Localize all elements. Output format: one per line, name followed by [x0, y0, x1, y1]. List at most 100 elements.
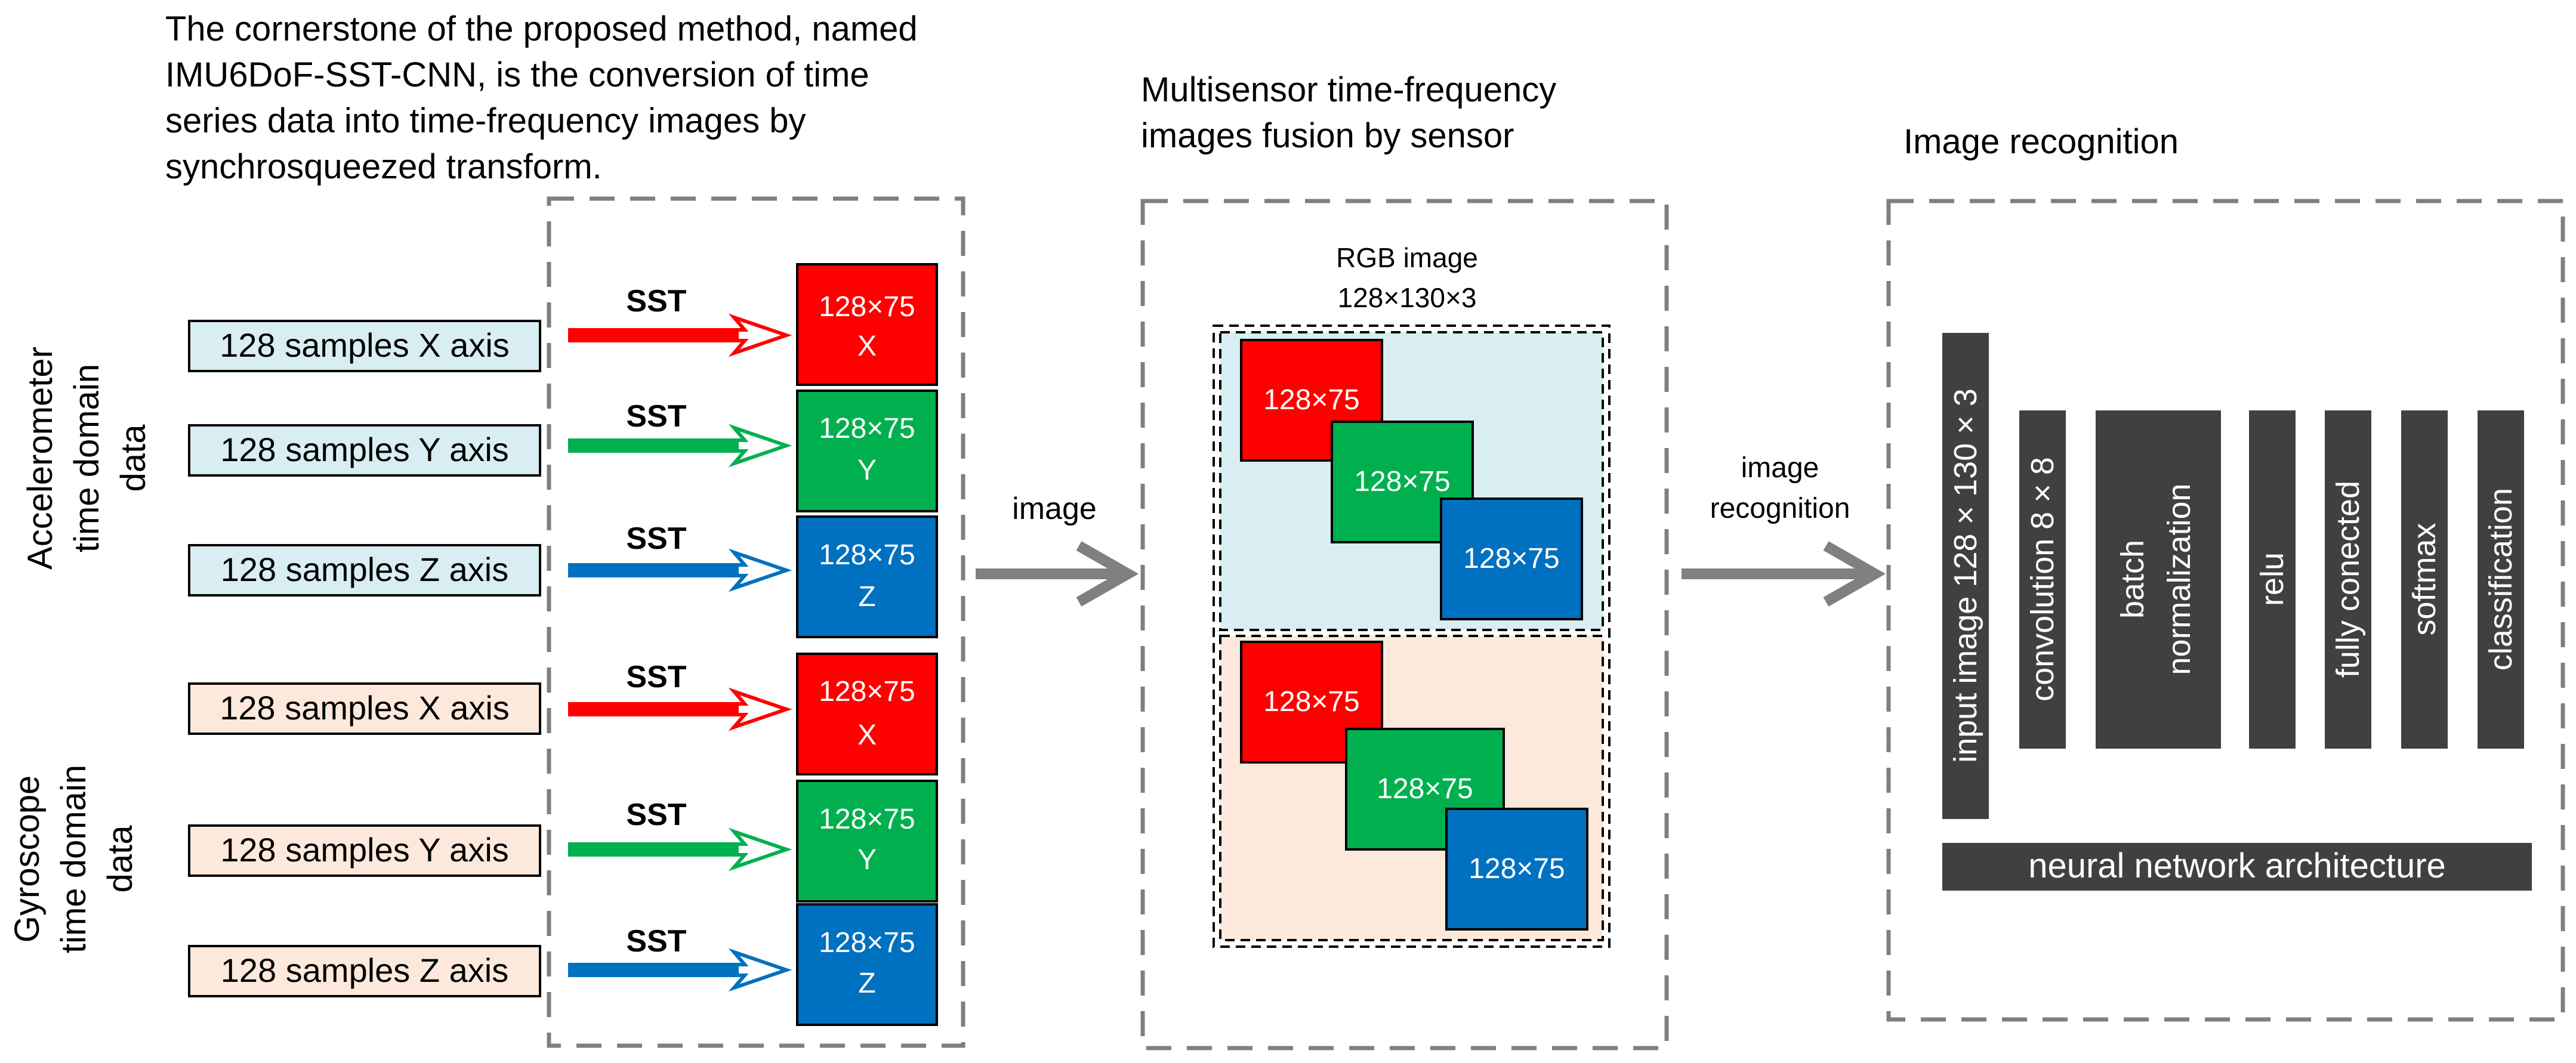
layer-classification-label: classification — [2483, 488, 2519, 670]
layer-batch-normalization — [2096, 410, 2221, 749]
gyro-input-y-box — [188, 824, 541, 877]
network-caption-bar — [1942, 843, 2532, 891]
sst-arrow-shaft-gyro-y — [570, 846, 739, 853]
tf-tile-acc-y — [796, 390, 938, 512]
fused-tiles: 128×75 128×75 128×75 128×75 128×75 128×7… — [1240, 339, 1588, 931]
tf-tile-acc-x-axis: X — [857, 330, 877, 362]
sst-label-acc-x: SST — [626, 284, 686, 319]
layer-fully-connected-label: fully conected — [2330, 481, 2366, 678]
tf-tile-gyro-x-axis: X — [857, 719, 877, 751]
acc-input-z-label: 128 samples Z axis — [221, 551, 508, 588]
fusion-panel — [1140, 199, 1669, 1050]
intro-line-2: IMU6DoF-SST-CNN, is the conversion of ti… — [165, 55, 869, 94]
layer-softmax-label: softmax — [2407, 523, 2442, 635]
layer-batch-normalization-label-1: batch — [2115, 540, 2151, 619]
rgb-image-title: RGB image — [1336, 242, 1478, 273]
fusion-title: Multisensor time-frequency images fusion… — [1141, 70, 1556, 155]
tf-tile-acc-z — [796, 515, 938, 638]
tf-tile-gyro-z-size: 128×75 — [819, 927, 915, 959]
gyro-input-x-box — [188, 682, 541, 735]
gyro-input-x-label: 128 samples X axis — [220, 689, 510, 727]
layer-relu-label: relu — [2254, 552, 2290, 606]
accelerometer-label-line-3: data — [114, 424, 153, 492]
recognition-title: Image recognition — [1904, 122, 2179, 161]
fused-acc-red-label: 128×75 — [1263, 384, 1360, 416]
accelerometer-inputs: 128 samples X axis 128 samples Y axis 12… — [188, 320, 541, 597]
gyroscope-inputs: 128 samples X axis 128 samples Y axis 12… — [188, 682, 541, 997]
sst-label-gyro-z: SST — [626, 924, 686, 959]
gyroscope-label-line-2: time domain — [54, 765, 93, 953]
gyro-input-z-label: 128 samples Z axis — [221, 951, 508, 989]
layer-input-image-label: input image 128 × 130 × 3 — [1948, 388, 1983, 763]
sst-label-acc-y: SST — [626, 399, 686, 434]
sst-panel — [547, 196, 965, 1048]
layer-convolution-label: convolution 8 × 8 — [2025, 457, 2060, 702]
network-layers: input image 128 × 130 × 3 convolution 8 … — [1942, 333, 2524, 819]
recognition-arrow-label-line-1: image — [1741, 452, 1819, 484]
gyro-input-z-box — [188, 945, 541, 997]
layer-softmax — [2401, 410, 2448, 749]
tf-tile-acc-x-size: 128×75 — [819, 291, 915, 323]
acc-input-z-box — [188, 544, 541, 597]
sst-label-gyro-x: SST — [626, 660, 686, 694]
tf-tile-gyro-y-size: 128×75 — [819, 804, 915, 835]
sst-arrow-shaft-gyro-z — [570, 966, 739, 974]
layer-input-image — [1942, 333, 1989, 819]
fused-acc-blue-tile — [1440, 497, 1583, 620]
sst-label-acc-z: SST — [626, 521, 686, 556]
sst-arrow-shaft-acc-x — [570, 332, 739, 339]
tf-images: 128×75 X 128×75 Y 128×75 Z 128×75 X 128×… — [796, 263, 938, 1026]
tf-tile-acc-y-axis: Y — [857, 455, 877, 486]
sst-label-gyro-y: SST — [626, 798, 686, 832]
network-caption: neural network architecture — [2028, 846, 2446, 885]
tf-tile-acc-y-size: 128×75 — [819, 413, 915, 444]
gyro-input-y-label: 128 samples Y axis — [220, 831, 509, 869]
recognition-arrow-label: image recognition — [1710, 452, 1850, 524]
tf-tile-gyro-x-size: 128×75 — [819, 676, 915, 707]
recognition-arrow-label-line-2: recognition — [1710, 493, 1850, 524]
fused-gyro-blue-label: 128×75 — [1469, 853, 1565, 885]
sst-labels: SST SST SST SST SST SST — [626, 284, 686, 959]
image-arrow — [976, 541, 1139, 607]
tf-tile-gyro-y — [796, 780, 938, 903]
acc-input-y-box — [188, 424, 541, 477]
gyroscope-label-line-1: Gyroscope — [8, 775, 47, 943]
fused-acc-blue-label: 128×75 — [1463, 543, 1560, 574]
tf-tile-acc-z-axis: Z — [858, 581, 875, 613]
fused-gyro-red-label: 128×75 — [1263, 686, 1360, 718]
layer-batch-normalization-label-2: normalization — [2161, 483, 2197, 675]
sst-arrow-shaft-gyro-x — [570, 706, 739, 713]
accelerometer-label-line-2: time domain — [67, 364, 106, 552]
layer-fully-connected — [2325, 410, 2371, 749]
sst-arrows — [568, 313, 792, 992]
sst-arrow-shaft-acc-y — [570, 442, 739, 449]
acc-input-x-label: 128 samples X axis — [220, 326, 510, 364]
fusion-title-line-1: Multisensor time-frequency — [1141, 70, 1556, 109]
layer-relu — [2249, 410, 2296, 749]
recognition-arrow — [1682, 541, 1886, 607]
rgb-image-outer-border — [1213, 325, 1611, 948]
fused-gyro-green-label: 128×75 — [1377, 773, 1473, 805]
gyroscope-label-line-3: data — [101, 825, 140, 893]
tf-tile-acc-z-size: 128×75 — [819, 539, 915, 571]
sst-arrow-shaft-acc-z — [570, 567, 739, 574]
fused-gyro-blue-tile — [1445, 808, 1588, 931]
image-arrow-label: image — [1012, 492, 1097, 526]
intro-line-4: synchrosqueezed transform. — [165, 147, 602, 186]
rgb-image-size: 128×130×3 — [1338, 282, 1477, 313]
fusion-title-line-2: images fusion by sensor — [1141, 116, 1514, 155]
intro-paragraph: The cornerstone of the proposed method, … — [165, 10, 918, 186]
fused-gyro-green-tile — [1345, 728, 1505, 851]
tf-tile-gyro-x — [796, 653, 938, 775]
tf-tile-acc-x — [796, 263, 938, 386]
accelerometer-label-line-1: Accelerometer — [21, 347, 60, 570]
layer-convolution — [2019, 410, 2066, 749]
accelerometer-label: Accelerometer time domain data — [21, 347, 153, 570]
tf-tile-gyro-z — [796, 903, 938, 1026]
gyroscope-label: Gyroscope time domain data — [8, 765, 140, 953]
intro-line-1: The cornerstone of the proposed method, … — [165, 10, 918, 48]
tf-tile-gyro-z-axis: Z — [858, 968, 875, 999]
tf-tile-gyro-y-axis: Y — [857, 844, 877, 876]
recognition-panel — [1886, 199, 2565, 1022]
